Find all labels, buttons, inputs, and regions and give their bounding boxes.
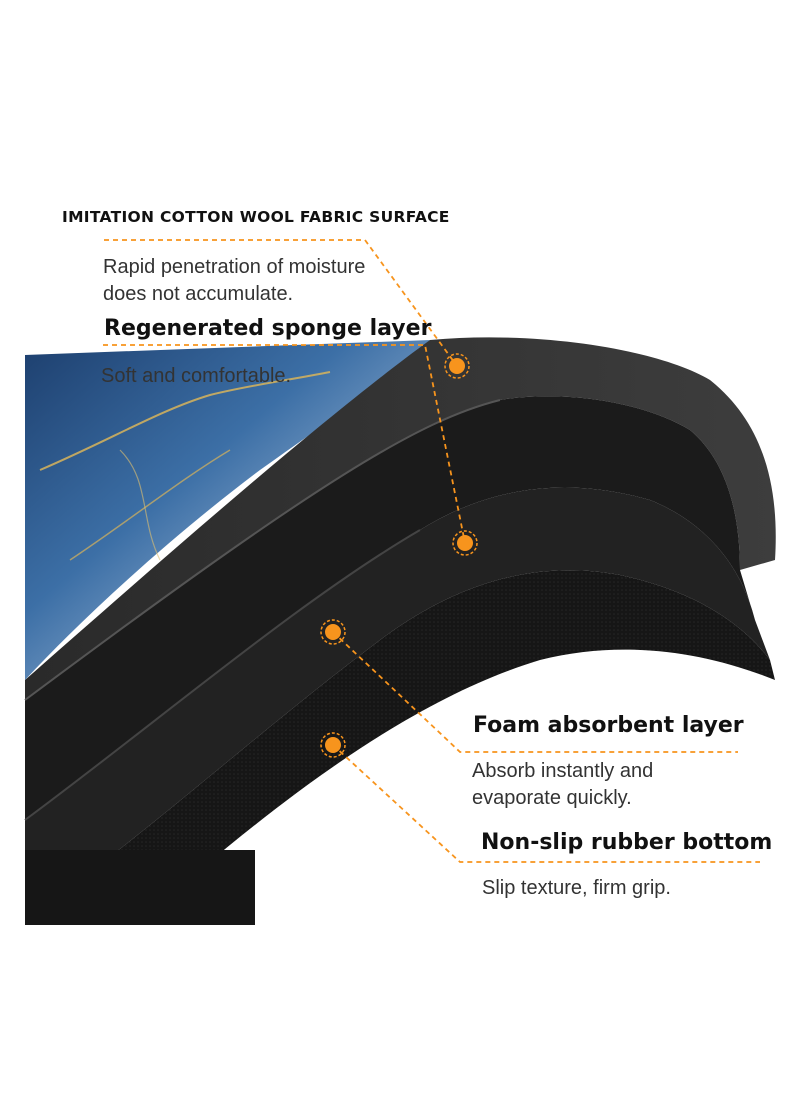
callout-heading-sponge: Regenerated sponge layer [104,316,432,341]
mat-rubber-bottom [25,570,775,925]
mat-sponge-layer [25,396,755,820]
callout-desc-fabric: Rapid penetration of moisture does not a… [103,256,366,305]
hotspot-sponge-layer [452,530,478,556]
callout-desc-rubber: Slip texture, firm grip. [482,877,671,899]
leader-line-fabric [104,239,458,367]
marble-gold-vein [39,371,331,471]
hotspot-rubber-bottom [320,732,346,758]
marble-gold-vein [69,449,231,561]
callout-heading-foam: Foam absorbent layer [473,713,744,738]
mat-foam-layer [25,487,770,920]
mat-base-fill [25,850,255,925]
callout-desc-foam: Absorb instantly and evaporate quickly. [472,760,654,809]
hotspot-foam-layer [320,619,346,645]
leader-line-foam [332,631,738,753]
leader-line-rubber [332,744,760,863]
marble-surface [25,340,430,680]
mat-edge-highlight [24,529,421,821]
callout-desc-sponge: Soft and comfortable. [101,365,292,387]
marble-gold-vein [119,449,161,561]
mat-edge-highlight [24,399,501,701]
hotspot-fabric-surface [444,353,470,379]
callout-heading-fabric: IMITATION COTTON WOOL FABRIC SURFACE [62,208,450,226]
callout-heading-rubber: Non-slip rubber bottom [481,830,773,855]
mat-top-layer [25,337,776,700]
